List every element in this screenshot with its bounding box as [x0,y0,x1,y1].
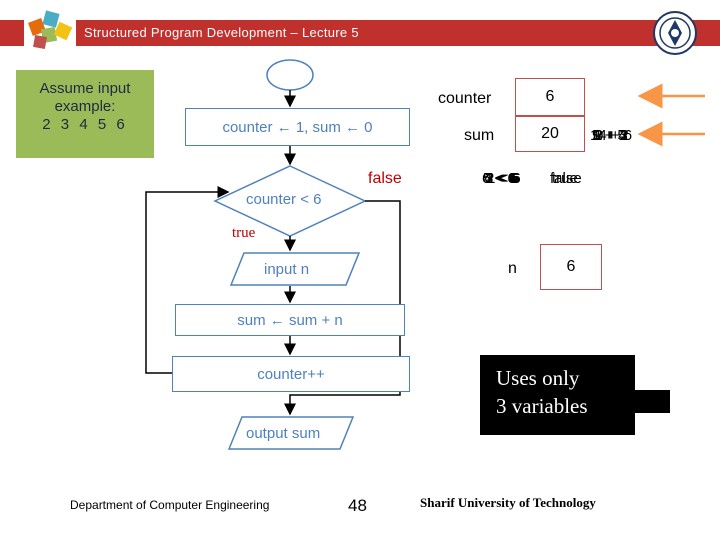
comparison-step: 3 < 6 [485,170,519,187]
puzzle-logo-icon [28,10,73,49]
comparison-step: 5 < 6 [483,170,517,187]
increment-process: counter++ [172,356,410,392]
callout-box-overlap [630,390,670,413]
sum-label: sum [464,127,495,144]
output-text: output sum [246,425,321,442]
comparison-step: 2 < 6 [486,170,520,187]
false-branch-label: false [368,170,402,187]
note-line: Assume input [39,80,131,97]
sum-value-box: 20 [515,116,585,152]
input-text: input n [264,261,310,278]
output-shape [228,416,354,450]
n-value-box: 6 [540,244,602,290]
university-crest [652,10,698,56]
note-line: example: [54,98,116,115]
note-line: 2 3 4 5 6 [42,116,128,133]
department-name: Department of Computer Engineering [70,498,270,512]
sum-trace: 14 + 6 9 + 5 5 + 4 2 + 3 0 + 2 [590,127,640,147]
comparison-step: 4 < 6 [484,170,518,187]
sum-step: 0 + 2 [595,127,629,144]
callout-box [480,355,635,435]
counter-label: counter [438,90,492,107]
sum-step: 5 + 4 [593,127,627,144]
sum-update-process: sum ← sum + n [175,304,405,336]
header-bar [0,20,720,46]
input-example-note: Assume input example: 2 3 4 5 6 [16,70,154,158]
university-seal-icon [653,11,697,55]
page-number: 48 [348,496,367,515]
init-process: counter ← 1, sum ← 0 [185,108,410,146]
input-shape [230,252,360,286]
condition-text: counter < 6 [246,191,322,208]
university-name: Sharif University of Technology [420,495,596,510]
comparison-step: 1 < 6 [487,170,521,187]
callout-text: Uses only 3 variables [496,364,588,420]
counter-value-box: 6 [515,78,585,116]
truth-step: false [550,170,582,187]
callout-line: 3 variables [496,394,588,418]
sum-step: 2 + 3 [594,127,628,144]
sum-step: 9 + 5 [592,127,626,144]
n-label: n [508,260,517,277]
lecture-title: Structured Program Development – Lecture… [84,25,359,40]
start-terminal [266,59,314,91]
callout-line: Uses only [496,366,580,390]
sum-step: 14 + 6 [590,127,633,144]
true-branch-label: true [232,225,256,241]
department-logo [24,6,76,54]
truth-step: true [552,170,578,187]
comparison-step: 6 < 6 [482,170,516,187]
truth-trace: true false [550,170,602,190]
comparison-trace: 6 < 6 5 < 6 4 < 6 3 < 6 2 < 6 1 < 6 [482,170,542,190]
